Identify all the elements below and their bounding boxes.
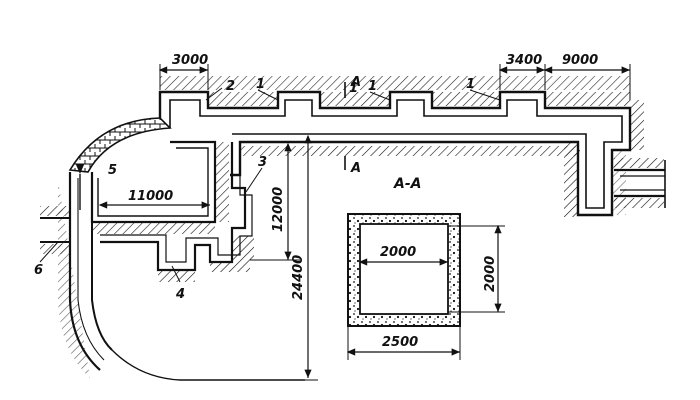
label-5: 5 <box>108 163 117 178</box>
label-2: 2 <box>226 79 235 94</box>
section-dim-2500: 2500 <box>382 335 418 350</box>
dimension-lines <box>98 64 631 381</box>
dim-3000: 3000 <box>172 53 208 68</box>
section-dim-2000-width: 2000 <box>380 245 416 260</box>
label-1-c: 1 <box>466 77 475 92</box>
section-a-a <box>346 213 505 360</box>
leader-lines <box>39 87 501 283</box>
label-1-a: 1 <box>256 77 265 92</box>
cut-mark-top: A <box>350 75 361 90</box>
dim-3400: 3400 <box>506 53 542 68</box>
dim-24400: 24400 <box>291 255 306 300</box>
section-title: А-А <box>393 176 421 192</box>
dim-11000: 11000 <box>128 189 173 204</box>
left-chambers <box>40 117 305 381</box>
cut-mark-bottom: A <box>350 161 361 176</box>
dim-12000: 12000 <box>271 187 286 232</box>
dim-9000: 9000 <box>562 53 598 68</box>
label-1-b: 1 <box>368 79 377 94</box>
label-6: 6 <box>34 263 43 278</box>
label-3: 3 <box>258 155 267 170</box>
label-4: 4 <box>175 287 185 302</box>
label-1-d: 1 <box>349 81 358 96</box>
outlet-tunnel <box>614 158 666 208</box>
section-dim-2000-height: 2000 <box>483 256 498 292</box>
